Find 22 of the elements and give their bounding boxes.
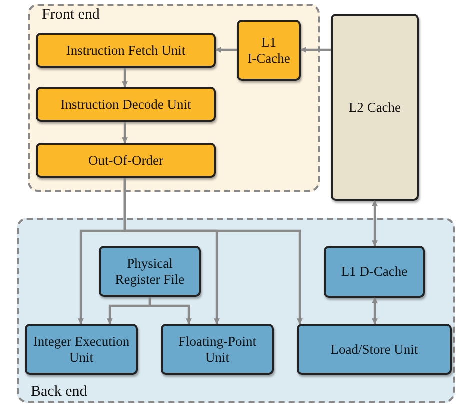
unit-box: Floating-Point Unit — [161, 324, 274, 375]
connector-arrow — [372, 297, 378, 325]
unit-box: L1 I-Cache — [237, 20, 301, 81]
connector-arrow — [122, 68, 128, 88]
unit-box: L1 D-Cache — [324, 246, 425, 298]
connector-arrow — [124, 178, 303, 325]
unit-box: Load/Store Unit — [297, 324, 452, 375]
group-panel — [17, 218, 455, 403]
unit-box: Physical Register File — [99, 246, 201, 297]
unit-box: Instruction Fetch Unit — [36, 33, 216, 68]
connector-arrow — [215, 47, 237, 53]
connector-arrow — [148, 297, 192, 325]
connector-arrow — [300, 47, 331, 53]
unit-box: Out-Of-Order — [36, 143, 216, 178]
unit-box: Instruction Decode Unit — [36, 87, 216, 122]
unit-box: Integer Execution Unit — [25, 324, 138, 375]
group-label: Back end — [31, 384, 88, 401]
group-label: Front end — [42, 7, 100, 24]
connector-arrow — [122, 122, 128, 144]
connector-arrow — [372, 200, 378, 247]
unit-box: L2 Cache — [331, 14, 419, 201]
group-panel — [28, 4, 320, 192]
